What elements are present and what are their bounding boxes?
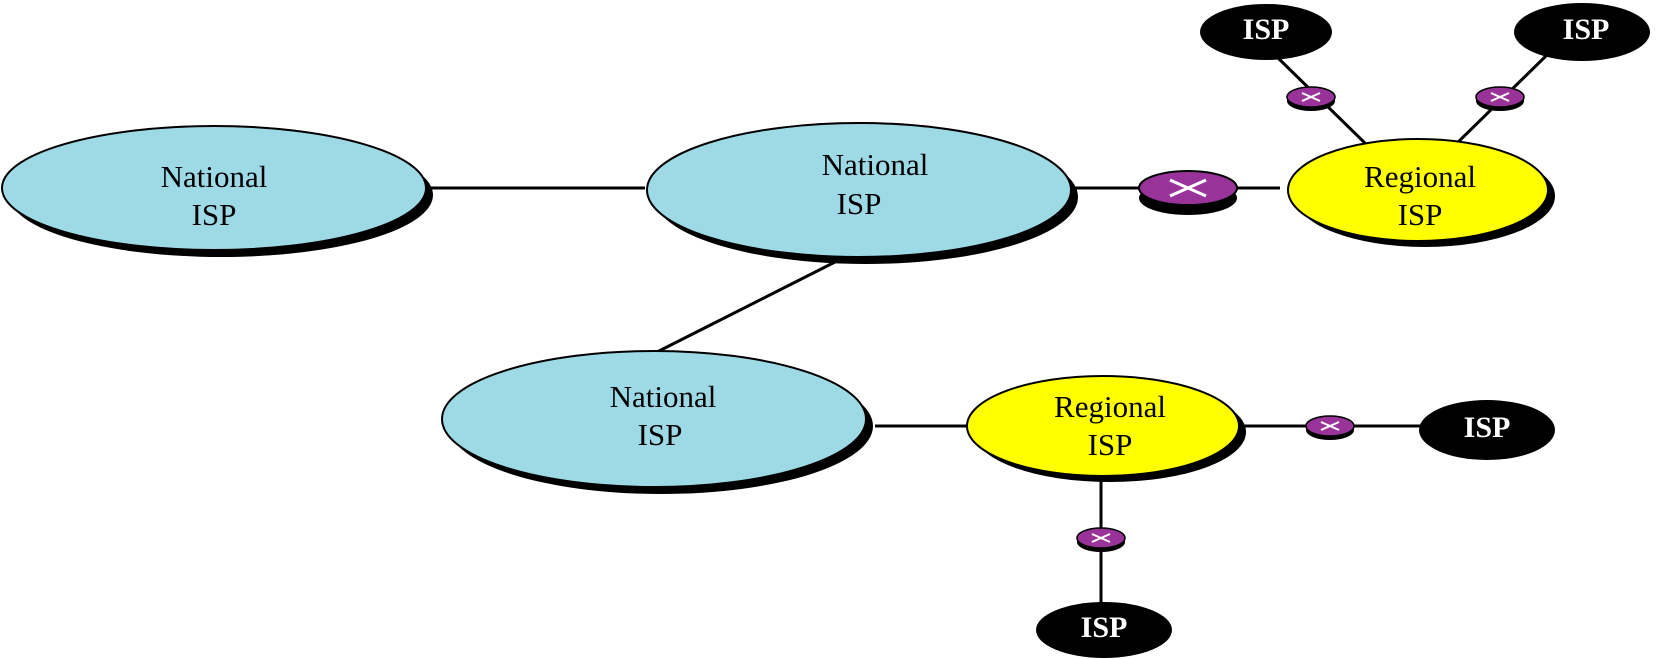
national-isp-bottom-label-line2: ISP (638, 417, 683, 452)
regional-isp-top-label-line1: Regional (1364, 159, 1476, 194)
national-isp-bottom: National ISP (441, 350, 873, 494)
national-isp-bottom-label-line1: National (610, 379, 717, 414)
link-national-center-to-national-bottom (656, 260, 836, 354)
regional-isp-top: Regional ISP (1287, 138, 1555, 247)
router-large-icon (1138, 170, 1238, 215)
national-isp-center: National ISP (646, 122, 1078, 264)
regional-isp-top-label-line2: ISP (1398, 197, 1443, 232)
router-small-icon-top-right (1475, 86, 1525, 111)
isp-top-right: ISP (1514, 3, 1650, 61)
isp-top-right-label: ISP (1563, 13, 1610, 46)
isp-right: ISP (1419, 400, 1555, 460)
isp-top-left-label: ISP (1243, 13, 1290, 46)
router-small-icon-top-left (1286, 86, 1336, 111)
router-small-icon-bottom (1076, 527, 1126, 552)
regional-isp-bottom-label-line1: Regional (1054, 389, 1166, 424)
regional-isp-bottom: Regional ISP (966, 375, 1246, 482)
isp-bottom-label: ISP (1081, 611, 1128, 644)
isp-right-label: ISP (1464, 411, 1511, 444)
national-isp-center-label-line2: ISP (837, 186, 882, 221)
isp-bottom: ISP (1036, 602, 1172, 658)
national-isp-left-label-line2: ISP (192, 197, 237, 232)
national-isp-left-label-line1: National (161, 159, 268, 194)
regional-isp-bottom-label-line2: ISP (1088, 427, 1133, 462)
national-isp-left: National ISP (1, 125, 433, 257)
isp-top-left: ISP (1200, 4, 1332, 60)
national-isp-center-label-line1: National (822, 147, 929, 182)
router-small-icon-right (1305, 415, 1355, 440)
